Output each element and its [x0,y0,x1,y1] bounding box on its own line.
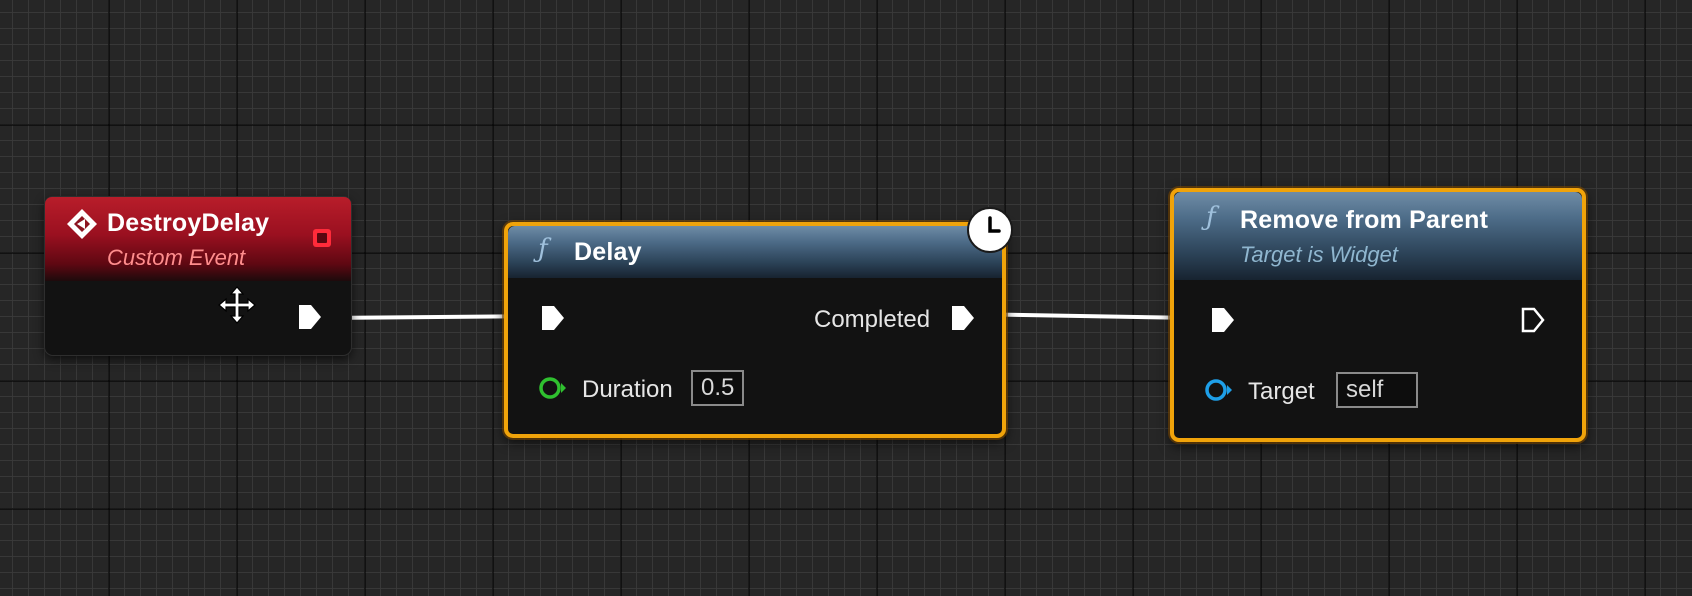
custom-event-title: DestroyDelay [107,209,270,237]
object-pin-icon[interactable] [1204,378,1234,407]
delay-header [508,226,1002,278]
remove-from-parent-node[interactable]: ƒ Remove from Parent Target is Widget Ta… [1170,188,1586,442]
target-pin-label: Target [1248,378,1315,405]
function-icon: ƒ [538,234,548,264]
exec-out-pin[interactable] [297,303,323,336]
custom-event-header [45,197,351,281]
completed-exec-out-pin[interactable] [950,304,976,337]
exec-in-pin[interactable] [540,304,566,337]
exec-out-pin[interactable] [1520,306,1546,339]
remove-from-parent-header [1174,192,1582,280]
completed-pin-label: Completed [814,306,931,333]
custom-event-subtitle: Custom Event [107,245,246,270]
duration-pin-label: Duration [582,376,673,403]
event-diamond-icon [65,207,99,246]
duration-input[interactable]: 0.5 [691,370,745,406]
delay-node[interactable]: ƒ Delay Completed Duration 0.5 [504,222,1006,438]
custom-event-node[interactable]: DestroyDelay Custom Event [44,196,352,356]
remove-from-parent-title: Remove from Parent [1240,206,1489,234]
move-cursor-icon [218,286,256,329]
float-pin-icon[interactable] [538,376,568,405]
remove-from-parent-subtitle: Target is Widget [1240,242,1398,267]
clock-icon [966,206,1014,259]
target-input[interactable]: self [1336,372,1418,408]
delay-title: Delay [574,238,642,266]
delegate-pin-icon[interactable] [311,227,333,254]
function-icon: ƒ [1206,202,1216,232]
exec-in-pin[interactable] [1210,306,1236,339]
